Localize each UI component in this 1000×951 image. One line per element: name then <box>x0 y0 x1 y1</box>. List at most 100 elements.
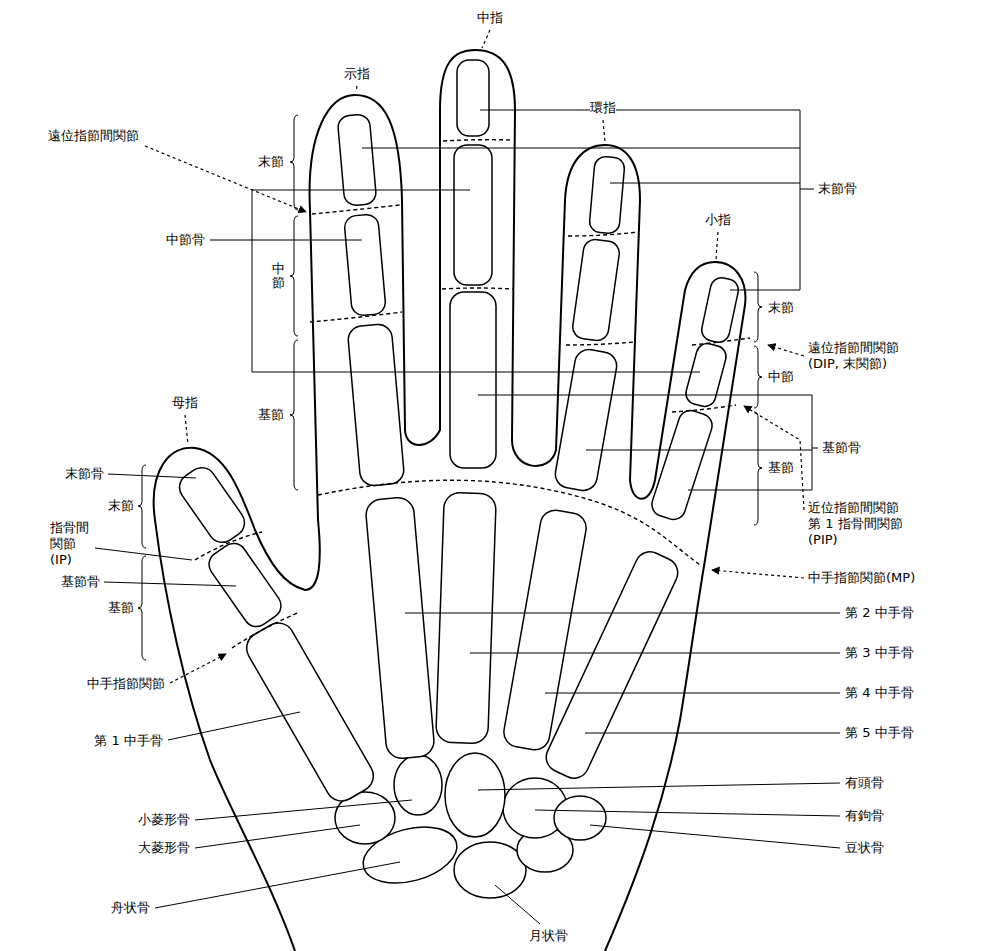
phalanx-bone <box>174 462 250 548</box>
bone-label: 小菱形骨 <box>138 812 190 828</box>
phalanx-bone <box>589 156 626 234</box>
joint-line <box>568 232 638 236</box>
lunate-bone <box>454 842 526 898</box>
finger-name: 母指 <box>172 395 198 411</box>
bone-label: 第 1 中手骨 <box>94 733 163 749</box>
leader-line <box>104 582 236 586</box>
leader-line <box>716 232 718 259</box>
leader-line <box>195 800 412 820</box>
leader-line <box>478 783 840 790</box>
bone-label: 中節骨 <box>166 232 205 248</box>
joint-label: 指骨間関節 (IP) <box>50 520 92 568</box>
phalanx-bone <box>457 60 489 136</box>
leader-line <box>470 653 840 654</box>
leader-line <box>195 825 360 848</box>
bracket <box>754 412 762 525</box>
joint-arrow <box>145 146 306 212</box>
metacarpal-bone <box>365 496 435 759</box>
leader-line <box>155 862 400 908</box>
joint-line <box>672 405 736 412</box>
leader-line <box>585 733 840 734</box>
joint-line <box>692 338 750 345</box>
joint-arrow <box>768 345 804 356</box>
leader-line <box>535 810 840 816</box>
joint-label: 中手指節関節 <box>87 676 165 692</box>
leader-line <box>168 712 300 740</box>
joint-label: 遠位指節間関節 (DIP, 末関節) <box>808 340 912 372</box>
phalanx-bone <box>454 145 492 285</box>
joint-arrow <box>712 570 804 578</box>
bracket <box>754 272 762 342</box>
finger-name: 示指 <box>344 66 370 82</box>
joint-line <box>312 205 400 214</box>
joint-line <box>310 312 402 322</box>
leader-line <box>482 30 490 48</box>
bracket <box>138 465 146 548</box>
joint-line <box>232 612 300 648</box>
bone-label: 第 3 中手骨 <box>845 645 914 661</box>
phalanx-bone <box>344 214 387 317</box>
segment-label: 末節 <box>108 498 134 514</box>
joint-label: 遠位指節間関節 <box>48 128 139 144</box>
leader-line <box>478 395 818 490</box>
bone-label: 末節骨 <box>65 466 104 482</box>
phalanx-bone <box>649 407 715 522</box>
segment-label: 中節 <box>272 262 285 291</box>
bracket <box>290 340 298 490</box>
bone-label: 舟状骨 <box>111 900 150 916</box>
hand-outline <box>154 50 746 951</box>
finger-name: 小指 <box>705 212 731 228</box>
pisiform-bone <box>554 796 606 840</box>
bracket <box>290 115 298 210</box>
capitate-bone <box>445 753 505 837</box>
joint-arrow <box>170 654 226 683</box>
leader-line <box>362 110 814 290</box>
phalanx-bone <box>347 323 405 486</box>
bone-label: 第 2 中手骨 <box>845 605 914 621</box>
leader-line <box>495 885 540 924</box>
bone-label: 末節骨 <box>818 181 857 197</box>
segment-label: 中節 <box>768 369 794 385</box>
leader-line <box>356 86 357 92</box>
bone-label: 第 5 中手骨 <box>845 725 914 741</box>
phalanx-bone <box>700 276 741 344</box>
leader-line <box>95 548 192 560</box>
joint-line <box>195 532 262 560</box>
metacarpal-bone <box>541 547 682 783</box>
metacarpal-bone <box>241 617 379 807</box>
joint-arrow <box>744 406 804 510</box>
segment-label: 末節 <box>768 300 794 316</box>
phalanx-bone <box>553 347 619 492</box>
joint-line <box>443 140 512 141</box>
leader-line <box>545 693 840 694</box>
phalanx-bone <box>450 292 496 468</box>
leader-line <box>108 474 196 478</box>
trapezoid-bone <box>394 755 442 815</box>
bone-label: 基節骨 <box>822 440 861 456</box>
phalanx-bone <box>683 341 728 409</box>
bone-label: 基節骨 <box>61 574 100 590</box>
finger-name: 中指 <box>477 10 503 26</box>
bone-label: 有鉤骨 <box>845 808 884 824</box>
leader-line <box>590 825 840 848</box>
phalanx-bone <box>571 238 621 342</box>
leader-line <box>185 415 188 445</box>
joint-label: 近位指節間関節 第 1 指骨間関節(PIP) <box>808 500 912 548</box>
metacarpal-bone <box>436 492 497 744</box>
segment-label: 基節 <box>258 407 284 423</box>
segment-label: 基節 <box>108 600 134 616</box>
bracket <box>138 556 146 660</box>
bone-label: 第 4 中手骨 <box>845 685 914 701</box>
segment-label: 末節 <box>258 154 284 170</box>
leader-line <box>603 120 605 142</box>
leader-line <box>210 190 700 372</box>
joint-line <box>566 342 634 345</box>
bone-label: 豆状骨 <box>845 840 884 856</box>
bone-label: 大菱形骨 <box>138 840 190 856</box>
finger-name: 環指 <box>590 100 616 116</box>
segment-label: 基節 <box>768 460 794 476</box>
joint-line <box>318 480 700 565</box>
bone-label: 有頭骨 <box>845 775 884 791</box>
